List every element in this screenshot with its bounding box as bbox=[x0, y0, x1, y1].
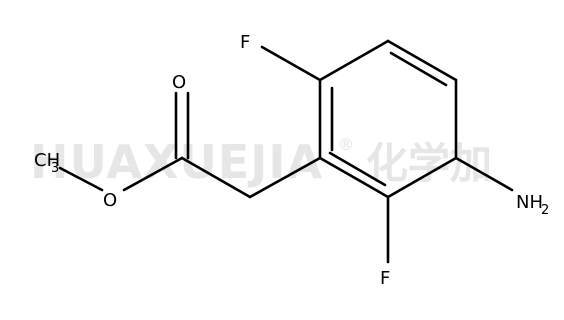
bond-c4-n bbox=[454, 156, 514, 192]
atom-methyl-label: CH bbox=[34, 150, 60, 171]
ring-bond-2 bbox=[386, 39, 458, 82]
bond-c1-f bbox=[260, 45, 322, 82]
watermark-registered-mark: ® bbox=[338, 135, 354, 154]
bonds bbox=[58, 39, 514, 264]
atom-fluorine-bottom: F bbox=[380, 268, 390, 289]
bond-o-methyl bbox=[58, 166, 104, 192]
atom-fluorine-top: F bbox=[240, 32, 250, 53]
ring-bond-4 bbox=[386, 156, 458, 199]
ring-bond-1 bbox=[318, 39, 390, 82]
ring-bond-5 bbox=[318, 156, 390, 199]
atom-oxygen-ester: O bbox=[103, 190, 117, 211]
watermark: HUAXUEJIA ® 化学加 bbox=[30, 135, 492, 189]
bond-ch2-carbonyl bbox=[180, 156, 252, 199]
bond-carbonyl-o-ester bbox=[122, 156, 184, 192]
ring-bond-2-inner bbox=[389, 51, 448, 87]
atom-methyl-subscript: 3 bbox=[51, 161, 59, 176]
watermark-chinese: 化学加 bbox=[366, 139, 492, 188]
atom-oxygen-carbonyl: O bbox=[172, 72, 186, 93]
atom-amine-label: NH bbox=[516, 192, 543, 213]
atom-amine-subscript: 2 bbox=[541, 203, 549, 218]
atom-labels: F F O O CH 3 NH 2 bbox=[34, 32, 549, 289]
ring-bond-5-inner bbox=[328, 151, 387, 187]
bond-ring-ch2 bbox=[248, 156, 322, 199]
